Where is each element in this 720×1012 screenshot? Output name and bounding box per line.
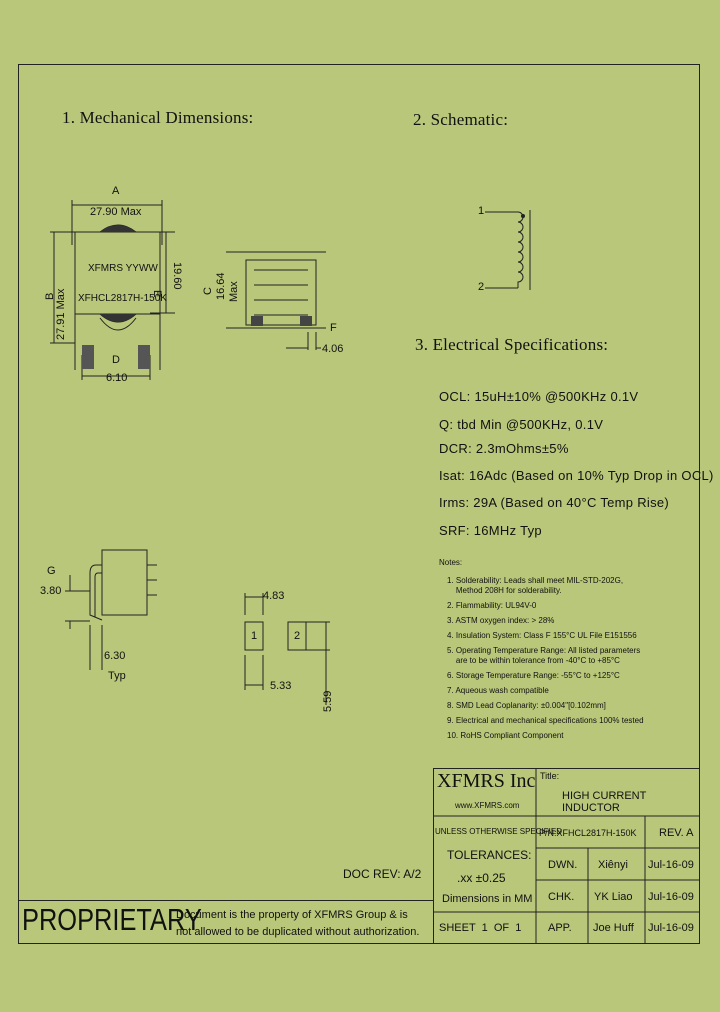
chk-label: CHK. (548, 891, 575, 903)
note-line: 6. Storage Temperature Range: -55°C to +… (447, 671, 620, 680)
dim-d-value: 6.10 (106, 372, 128, 384)
note-line: 9. Electrical and mechanical specificati… (447, 716, 644, 725)
drawing-frame (18, 64, 700, 944)
dim-b-value: 27.91 Max (55, 288, 67, 340)
company-website[interactable]: www.XFMRS.com (455, 801, 520, 810)
title-block: XFMRS Inc www.XFMRS.com Title: HIGH CURR… (433, 768, 700, 944)
dim-typ-label: Typ (108, 670, 126, 682)
note-line: 3. ASTM oxygen index: > 28% (447, 616, 555, 625)
spec-dcr: DCR: 2.3mOhms±5% (439, 441, 569, 456)
dim-a-value: 27.90 Max (90, 206, 142, 218)
notes-title: Notes: (439, 558, 463, 567)
proprietary-text-line1: Document is the property of XFMRS Group … (176, 909, 408, 921)
note-line: 8. SMD Lead Coplanarity: ±0.004"[0.102mm… (447, 701, 606, 710)
notes-list: 1. Solderability: Leads shall meet MIL-S… (447, 576, 644, 740)
spec-ocl: OCL: 15uH±10% @500KHz 0.1V (439, 389, 639, 404)
pad-layout-drawing (244, 593, 330, 705)
pad-1-label: 1 (251, 630, 258, 642)
spec-srf: SRF: 16MHz Typ (439, 523, 542, 538)
note-line: are to be within tolerance from -40°C to… (447, 656, 620, 665)
revision: REV. A (659, 827, 694, 839)
dim-pad-width: 4.83 (263, 590, 285, 602)
schematic-pin2: 2 (478, 281, 485, 293)
heading-mechanical: 1. Mechanical Dimensions: (62, 108, 254, 127)
dwn-date: Jul-16-09 (648, 859, 694, 871)
part-number: P/N:XFHCL2817H-150K (539, 828, 637, 838)
dim-e-label: E (151, 290, 163, 298)
company-name: XFMRS Inc (437, 770, 536, 792)
drawing-title: HIGH CURRENT INDUCTOR (562, 790, 647, 814)
dwn-label: DWN. (548, 859, 578, 871)
dim-c-value: 16.64 (215, 272, 227, 300)
note-line: Method 208H for solderability. (447, 586, 562, 595)
title-label: Title: (540, 771, 560, 781)
dim-d-label: D (112, 354, 120, 366)
proprietary-text-line2: not allowed to be duplicated without aut… (176, 926, 420, 938)
dim-c-label: C (202, 287, 214, 295)
dim-pad-gap: 5.33 (270, 680, 292, 692)
spec-q: Q: tbd Min @500KHz, 0.1V (439, 417, 604, 432)
unless-specified: UNLESS OTHERWISE SPECIFIED (435, 827, 562, 836)
dim-g-label: G (47, 565, 56, 577)
doc-revision: DOC REV: A/2 (343, 867, 422, 881)
sheet-number: SHEET 1 OF 1 (439, 922, 522, 934)
note-line: 7. Aqueous wash compatible (447, 686, 549, 695)
dim-g-value: 3.80 (40, 585, 62, 597)
app-name: Joe Huff (593, 922, 634, 934)
dim-f-label: F (330, 322, 337, 334)
spec-irms: Irms: 29A (Based on 40°C Temp Rise) (439, 495, 670, 510)
lead-view-drawing (65, 549, 157, 670)
part-marking-line2: XFHCL2817H-150K (78, 293, 167, 304)
tolerances-label: TOLERANCES: (447, 848, 532, 862)
heading-electrical: 3. Electrical Specifications: (415, 335, 609, 354)
pad-2-label: 2 (294, 630, 301, 642)
schematic-pin1: 1 (478, 205, 485, 217)
note-line: 1. Solderability: Leads shall meet MIL-S… (447, 576, 624, 585)
part-marking-line1: XFMRS YYWW (88, 263, 158, 274)
top-view-drawing (50, 200, 175, 380)
proprietary-block (18, 900, 433, 945)
proprietary-label: PROPRIETARY (22, 902, 202, 937)
dim-f-value: 4.06 (322, 343, 344, 355)
chk-name: YK Liao (594, 891, 633, 903)
dim-a-label: A (112, 185, 120, 197)
note-line: 4. Insulation System: Class F 155°C UL F… (447, 631, 637, 640)
app-label: APP. (548, 922, 572, 934)
chk-date: Jul-16-09 (648, 891, 694, 903)
dwn-name: Xiênyi (598, 859, 628, 871)
note-line: 2. Flammability: UL94V-0 (447, 601, 537, 610)
dimensions-unit: Dimensions in MM (442, 893, 533, 905)
note-line: 5. Operating Temperature Range: All list… (447, 646, 641, 655)
tolerance-value: .xx ±0.25 (457, 871, 506, 885)
app-date: Jul-16-09 (648, 922, 694, 934)
spec-isat: Isat: 16Adc (Based on 10% Typ Drop in OC… (439, 468, 714, 483)
dim-c-max: Max (228, 281, 240, 302)
side-view-drawing (226, 251, 326, 350)
dim-e-value: 19.60 (171, 262, 183, 290)
heading-schematic: 2. Schematic: (413, 110, 509, 129)
dim-pad-height: 5.59 (322, 690, 334, 712)
dim-lead-value: 6.30 (104, 650, 126, 662)
note-line: 10. RoHS Compliant Component (447, 731, 564, 740)
spec-list: OCL: 15uH±10% @500KHz 0.1V Q: tbd Min @5… (439, 389, 714, 538)
schematic-coil (485, 210, 531, 290)
